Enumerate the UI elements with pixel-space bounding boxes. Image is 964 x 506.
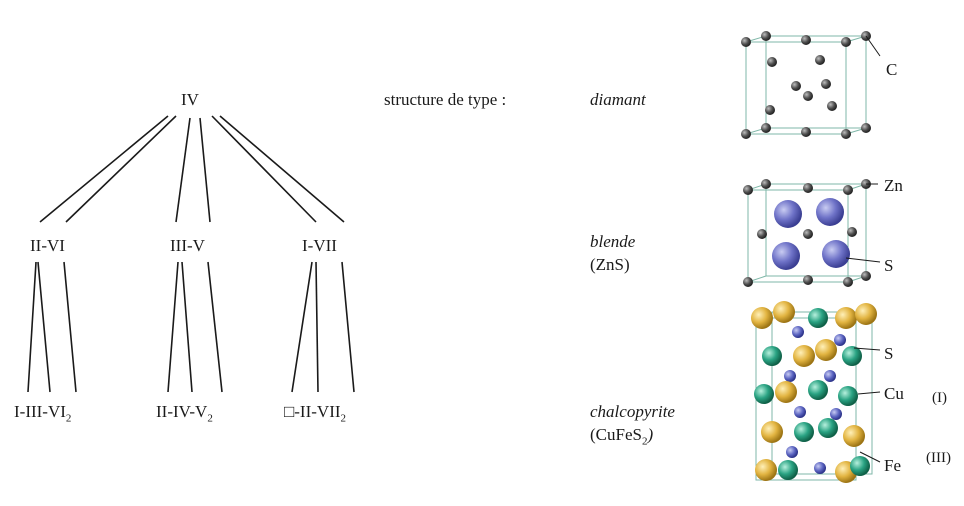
type-blende: blende xyxy=(590,232,636,251)
edge-iv-iii-v-b xyxy=(199,117,211,223)
tree-level2-i-iii-vi2: I-III-VI2 xyxy=(14,402,71,424)
formula-prefix: (CuFeS xyxy=(590,425,642,444)
blende-cell xyxy=(747,183,867,283)
diamant-cell xyxy=(745,35,867,135)
edge-iv-ii-vi-a xyxy=(39,115,169,223)
tree-level2-ii-iv-v2: II-IV-V2 xyxy=(156,402,213,424)
diamant-c-leader xyxy=(865,35,881,57)
chalco-cu-leader xyxy=(857,391,881,395)
tree-level1-iii-v: III-V xyxy=(170,236,205,255)
label-ox-iii: (III) xyxy=(926,450,951,466)
edge-ii-vi-a xyxy=(27,261,37,393)
level2-text: □-II-VII xyxy=(284,402,341,421)
tree-root-label: IV xyxy=(181,90,199,109)
edge-iii-v-b xyxy=(181,261,193,393)
level2-sub: 2 xyxy=(340,412,347,425)
chalcopyrite-atoms xyxy=(751,301,877,483)
edge-ii-vi-b xyxy=(37,261,51,393)
level2-text: II-IV-V xyxy=(156,402,208,421)
edge-iii-v-c xyxy=(207,261,223,393)
diamant-atoms xyxy=(741,31,871,139)
structure-heading: structure de type : xyxy=(384,90,507,109)
type-diamant: diamant xyxy=(590,90,646,109)
edge-iv-i-vii-b xyxy=(219,115,345,223)
chalco-fe-leader xyxy=(859,451,881,463)
formula-chalcopyrite: (CuFeS2) xyxy=(590,425,653,447)
label-fe: Fe xyxy=(884,456,901,475)
formula-suffix: ) xyxy=(647,425,654,444)
formula-sub: 2 xyxy=(641,435,648,448)
edge-i-vii-c xyxy=(341,261,355,393)
label-cu: Cu xyxy=(884,384,904,403)
level2-sub: 2 xyxy=(207,412,213,425)
label-c: C xyxy=(886,60,898,79)
label-ox-i: (I) xyxy=(932,390,947,406)
blende-s-leader xyxy=(845,257,881,263)
label-s-blende: S xyxy=(884,256,894,275)
edge-i-vii-b xyxy=(315,261,319,393)
label-s-chalco: S xyxy=(884,344,894,363)
blende-atoms xyxy=(743,179,871,287)
formula-blende: (ZnS) xyxy=(590,255,630,274)
chalco-s-leader xyxy=(853,347,881,351)
tree-level1-ii-vi: II-VI xyxy=(30,236,65,255)
type-chalcopyrite: chalcopyrite xyxy=(590,402,675,421)
level2-text: I-III-VI xyxy=(14,402,66,421)
edge-iv-i-vii-a xyxy=(211,115,317,223)
tree-level2-box-ii-vii2: □-II-VII2 xyxy=(284,402,346,424)
edge-i-vii-a xyxy=(291,261,313,393)
tree-level1-i-vii: I-VII xyxy=(302,236,337,255)
edge-iv-ii-vi-b xyxy=(65,115,177,223)
edge-iii-v-a xyxy=(167,261,179,393)
edge-iv-iii-v-a xyxy=(175,117,191,223)
edge-ii-vi-c xyxy=(63,261,77,393)
label-zn: Zn xyxy=(884,176,903,195)
level2-sub: 2 xyxy=(65,412,72,425)
